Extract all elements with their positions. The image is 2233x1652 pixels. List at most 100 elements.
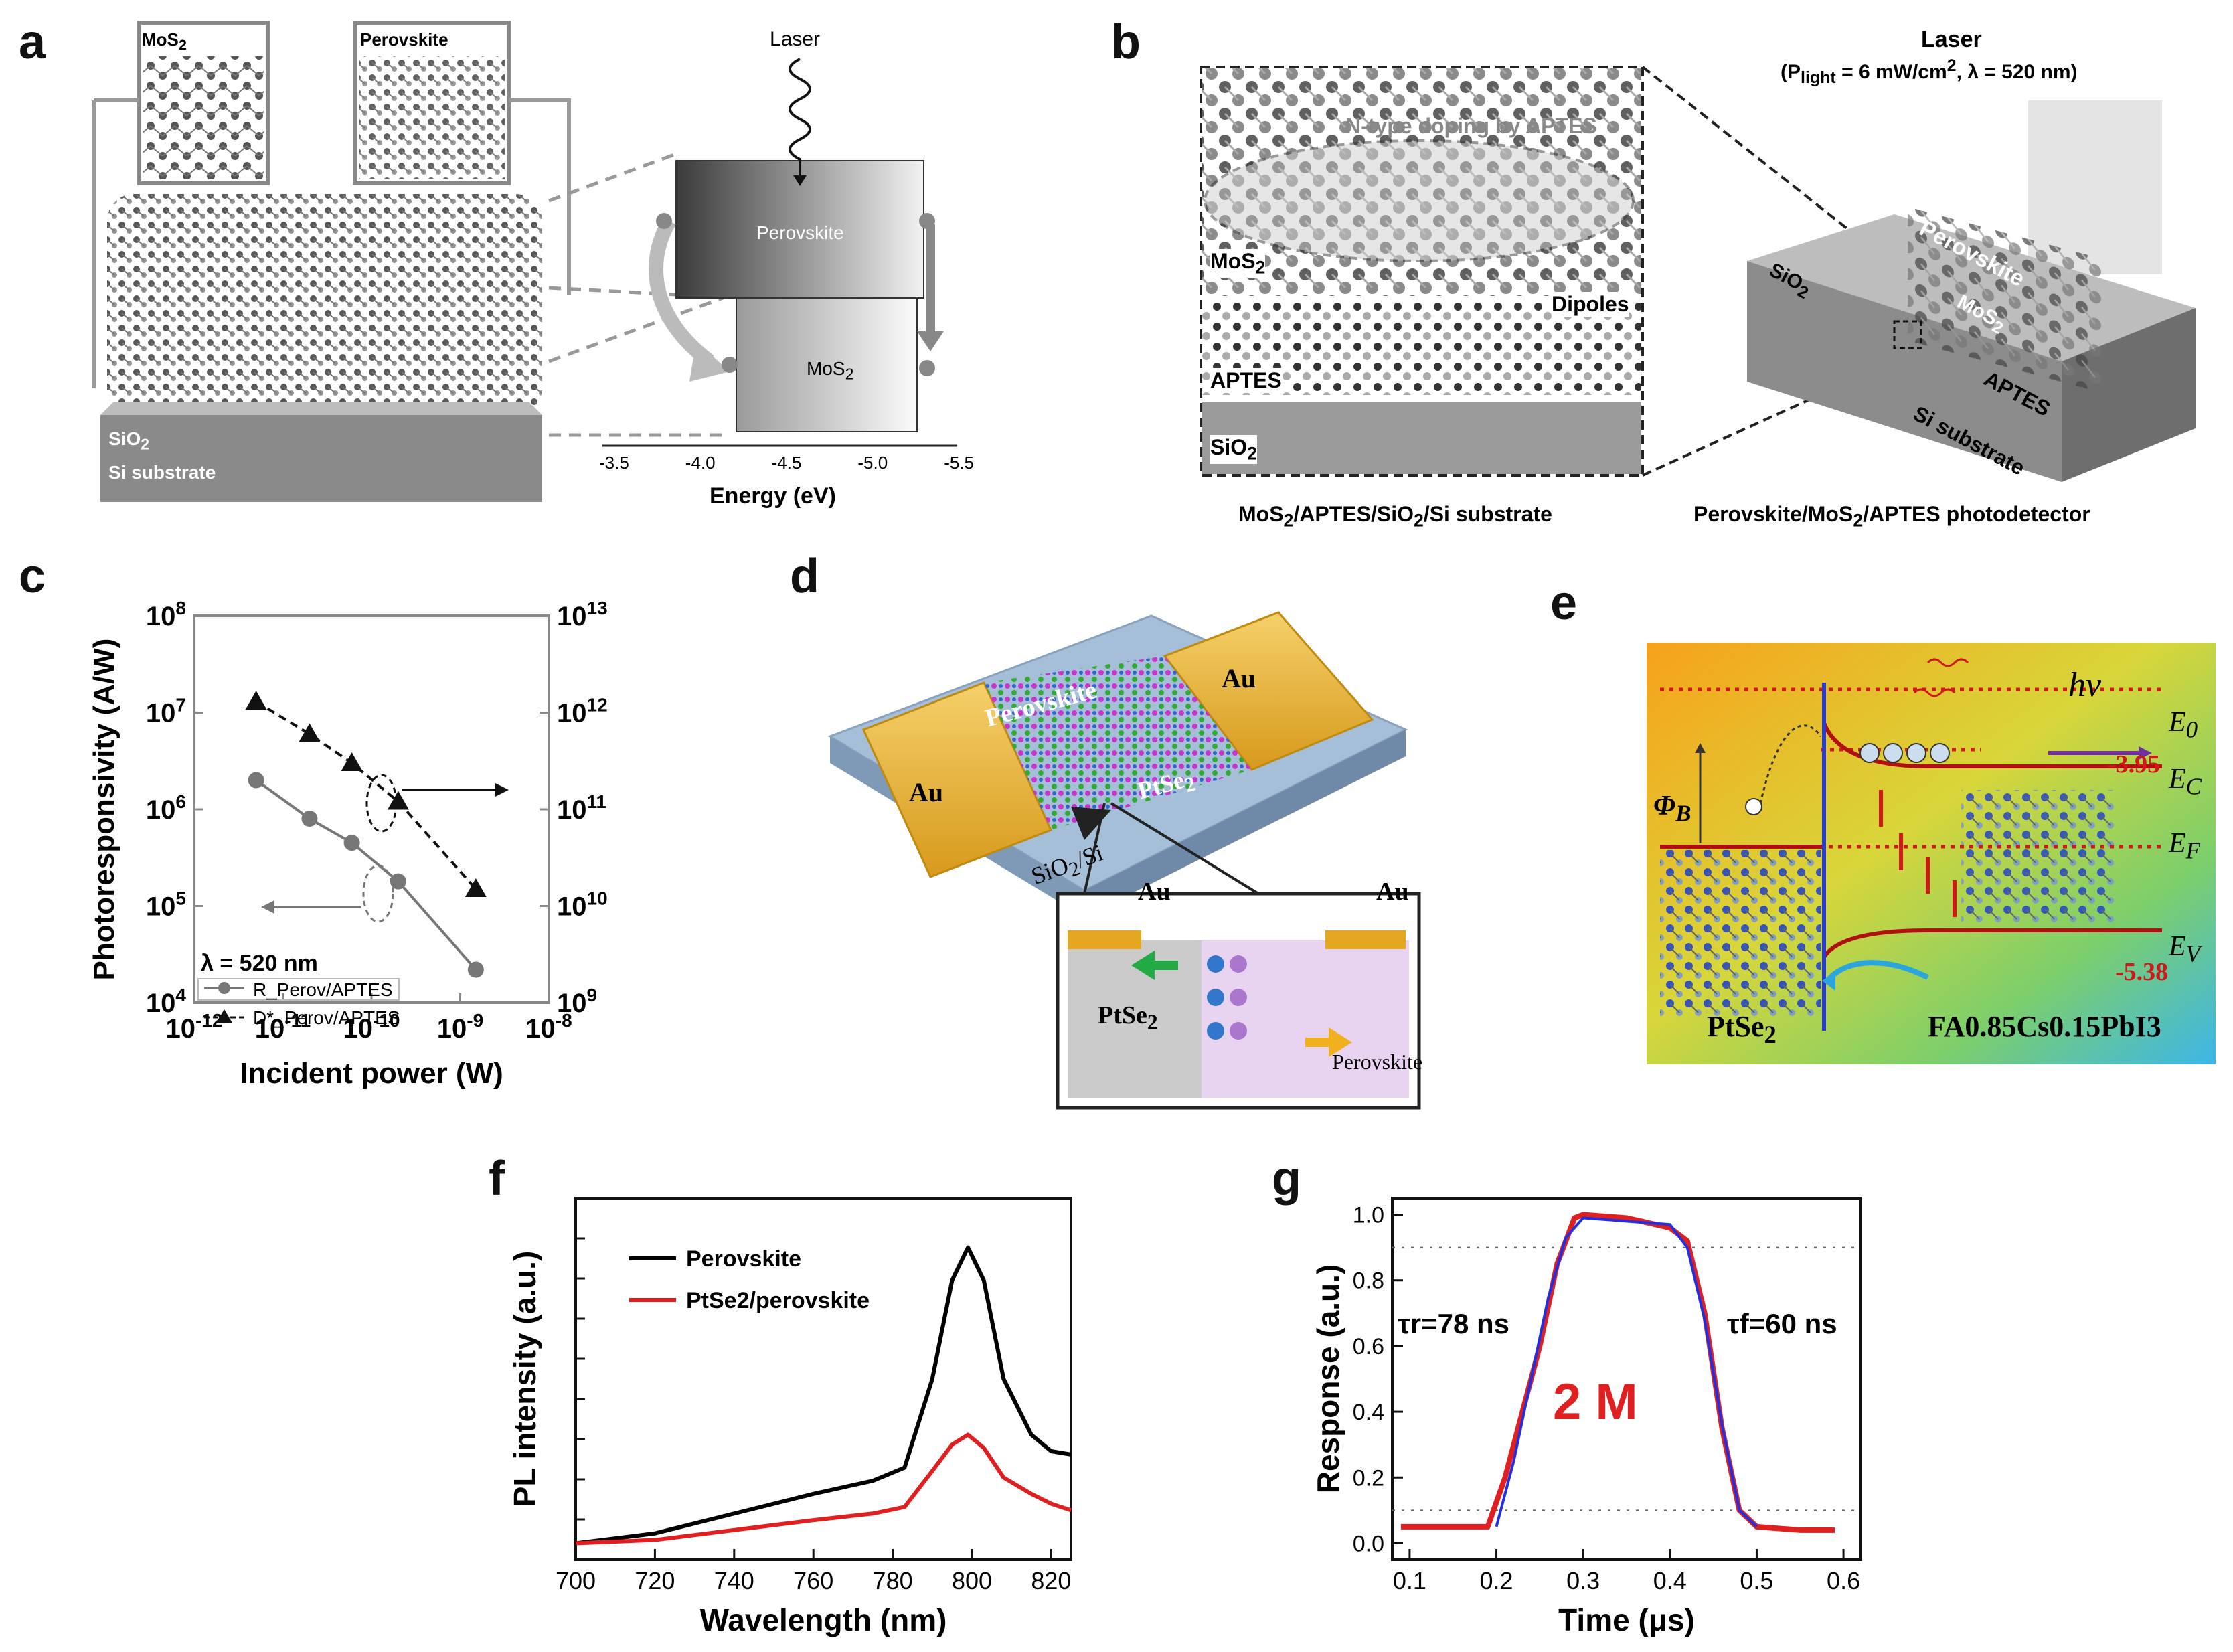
- y-tick-label: 106: [146, 791, 186, 825]
- panel-label-c: c: [19, 550, 46, 603]
- data-point: [301, 811, 318, 827]
- rise-time-label: τr=78 ns: [1398, 1308, 1509, 1339]
- x-tick-label: 0.3: [1566, 1567, 1600, 1594]
- ev-value: -5.38: [2115, 958, 2169, 986]
- data-point: [390, 873, 406, 890]
- substrate-block: [100, 415, 542, 502]
- laser-params: (Plight = 6 mW/cm2, λ = 520 nm): [1781, 56, 2078, 87]
- y-tick-label: 108: [146, 598, 186, 631]
- series-line: [1495, 1216, 1758, 1528]
- photon-label: hv: [2068, 666, 2102, 704]
- panel-label-g: g: [1272, 1152, 1301, 1206]
- x-axis-label: Time (μs): [1558, 1602, 1695, 1637]
- mos2-inset-label: MoS2: [142, 29, 187, 54]
- zoom-box: [1200, 66, 1644, 477]
- mos2-layer-label: MoS2: [1210, 249, 1266, 278]
- panel-b-figure: [1200, 66, 2196, 482]
- perovskite-channel: [984, 656, 1252, 830]
- y2-tick-label: 1011: [557, 791, 606, 825]
- plot-frame: [574, 1197, 1072, 1561]
- perovskite-inset-label: Perovskite: [360, 29, 448, 50]
- mos2-band: [736, 297, 918, 432]
- caption-left: MoS2/APTES/SiO2/Si substrate: [1238, 502, 1552, 531]
- wavelength-annotation: λ = 520 nm: [201, 951, 318, 976]
- x-axis-label: Wavelength (nm): [700, 1602, 947, 1637]
- x-tick-label: 10-11: [255, 1010, 311, 1044]
- x-tick-label: 10-9: [437, 1010, 483, 1044]
- dashed-ellipse: [362, 864, 394, 923]
- laser-label: Laser: [770, 28, 821, 50]
- data-point: [341, 752, 363, 772]
- au-right-label: Au: [1222, 663, 1256, 693]
- charge-carriers: [1207, 955, 1247, 1040]
- panel-a-figure: [92, 21, 957, 502]
- ec-value: -3.95: [2107, 750, 2161, 778]
- doping-label: N-type doping by APTES: [1345, 114, 1597, 138]
- x-tick-label: 820: [1031, 1567, 1071, 1594]
- caption-right: Perovskite/MoS2/APTES photodetector: [1693, 502, 2090, 531]
- x-tick-label: 780: [873, 1567, 913, 1594]
- series-line: [575, 1245, 1072, 1546]
- x-tick-label: 760: [793, 1567, 833, 1594]
- plot-frame: [193, 614, 550, 1004]
- x-tick-label: 0.4: [1653, 1567, 1687, 1594]
- legend-label: D*_Perov/APTES: [253, 1007, 400, 1028]
- series-line: [1400, 1212, 1835, 1533]
- panel-label-b: b: [1111, 15, 1141, 69]
- inset-au-left: Au: [1138, 878, 1171, 906]
- data-point: [467, 961, 484, 978]
- laser-wave-icon: [789, 58, 811, 181]
- y2-tick-label: 1010: [557, 888, 608, 922]
- legend-frame: [197, 978, 400, 1001]
- y-tick-label: 104: [146, 985, 187, 1018]
- dipoles-label: Dipoles: [1552, 292, 1629, 317]
- frequency-label: 2 M: [1553, 1374, 1638, 1430]
- x-tick-label: 0.5: [1740, 1567, 1773, 1594]
- legend-marker: [218, 982, 230, 994]
- si-substrate-label: Si substrate: [108, 462, 216, 483]
- legend-label: PtSe2/perovskite: [686, 1288, 870, 1313]
- sio2-layer-label: SiO2: [1210, 435, 1257, 465]
- right-axis-arrowhead: [495, 783, 509, 797]
- perovskite-material-label: FA0.85Cs0.15PbI3: [1928, 1010, 2161, 1043]
- legend-marker: [216, 1009, 232, 1023]
- sio2-label: SiO2: [108, 428, 150, 453]
- ec-label: EC: [2169, 764, 2202, 800]
- ef-label: EF: [2169, 828, 2201, 864]
- dashed-ellipse: [365, 774, 398, 833]
- series-line: [255, 700, 477, 890]
- layered-structure: [107, 194, 542, 415]
- x-tick-label: 0.1: [1393, 1567, 1426, 1594]
- barrier-label: ΦB: [1653, 791, 1691, 827]
- panel-label-d: d: [790, 550, 819, 603]
- data-point: [245, 691, 267, 710]
- y-axis-label: Photoresponsivity (A/W): [88, 639, 120, 981]
- mos2-band-label: MoS2: [807, 358, 854, 383]
- perovskite-band-label: Perovskite: [756, 222, 844, 243]
- x-tick-label: 720: [635, 1567, 675, 1594]
- y2-tick-label: 109: [557, 985, 597, 1018]
- inset-ptse2: PtSe2: [1098, 1001, 1158, 1034]
- y-axis-label: PL intensity (a.u.): [507, 1251, 542, 1507]
- data-point: [387, 791, 409, 810]
- panel-e-figure: [1647, 643, 2216, 1064]
- panel-d-figure: [827, 611, 1421, 1110]
- y2-tick-label: 1012: [557, 695, 608, 728]
- panel-label-e: e: [1550, 576, 1578, 630]
- x-tick-label: 700: [556, 1567, 596, 1594]
- inset-perovskite: Perovskite: [1332, 1050, 1423, 1074]
- y-tick-label: 0.6: [1353, 1334, 1384, 1359]
- au-right-electrode: [1163, 611, 1374, 771]
- data-point: [299, 723, 321, 742]
- x-tick-label: 10-10: [343, 1010, 400, 1044]
- laser-title: Laser: [1921, 27, 1982, 52]
- series-line: [575, 1432, 1072, 1546]
- legend-label: Perovskite: [686, 1246, 801, 1272]
- electrons: [1745, 743, 1950, 815]
- energy-axis-label: Energy (eV): [710, 483, 836, 509]
- y-tick-label: 107: [146, 695, 186, 728]
- y-axis-label: Response (a.u.): [1311, 1264, 1345, 1494]
